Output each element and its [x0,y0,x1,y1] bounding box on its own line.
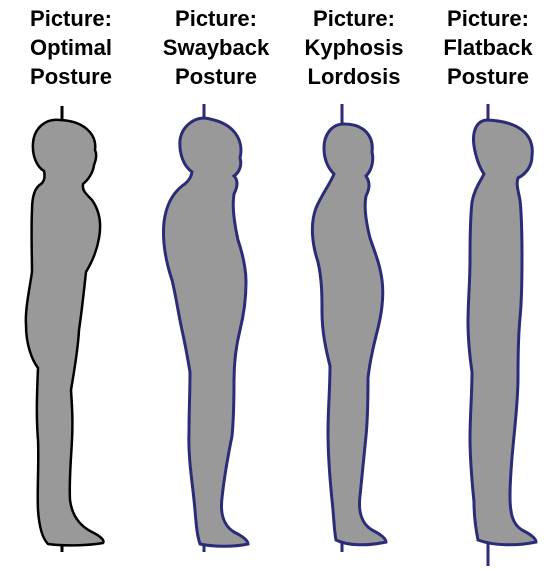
kyphosis-lordosis-figure [290,0,418,571]
flatback-posture-figure [418,0,558,571]
panel-optimal-posture: Picture: Optimal Posture [0,0,142,571]
panel-swayback-posture: Picture: Swayback Posture [142,0,290,571]
human-silhouette [312,124,386,545]
human-silhouette [26,120,104,546]
human-silhouette [468,120,536,545]
optimal-posture-figure [0,0,142,571]
panel-flatback-posture: Picture: Flatback Posture [418,0,558,571]
swayback-posture-figure [142,0,290,571]
human-silhouette [163,118,248,546]
panel-kyphosis-lordosis: Picture: Kyphosis Lordosis [290,0,418,571]
